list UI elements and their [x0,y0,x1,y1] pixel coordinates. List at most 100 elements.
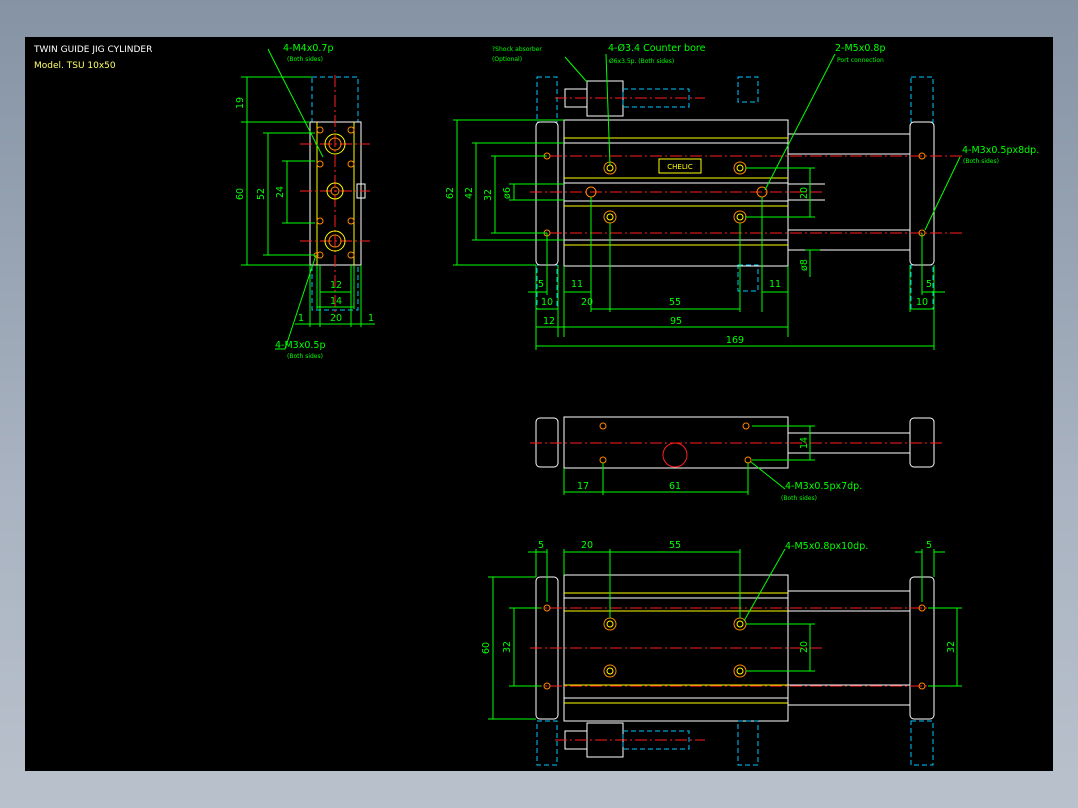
dim-17: 17 [577,481,589,492]
side-hole [316,126,324,134]
dim-14: 14 [330,296,342,307]
top-dimensions [563,425,815,495]
dim-32-bottom-left: 32 [502,641,513,653]
callout-shock-optional: (Optional) [492,56,522,63]
counter-bore [603,210,617,224]
side-hole [316,160,324,168]
drawing-title: TWIN GUIDE JIG CYLINDER [33,45,152,55]
side-hole [316,251,324,259]
dim-20-horizontal: 20 [581,297,593,308]
dim-1-right: 1 [368,313,374,324]
callout-m4: 4-M4x0.7p [283,43,333,54]
side-hole [347,160,355,168]
bottom-dimensions [488,548,962,720]
callout-m3-left-note: (Both sides) [287,353,323,360]
callout-m3-top: 4-M3x0.5px7dp. [785,481,862,492]
dim-32-bottom-right: 32 [946,641,957,653]
callout-m3-top-note: (Both sides) [781,495,817,502]
top-hole [599,422,607,430]
engineering-drawing: TWIN GUIDE JIG CYLINDER Model. TSU 10x50 [33,43,1039,766]
callout-port-note: Port connection [837,57,884,64]
dim-20-bottom: 20 [581,540,593,551]
bottom-hole [918,682,926,690]
front-dimension-text: 62 42 32 ø6 20 ø8 5 11 11 5 10 20 55 10 … [445,43,1039,346]
dim-52: 52 [256,188,267,200]
side-bore-inner [328,137,342,151]
model-name: Model. TSU 10x50 [34,61,116,71]
side-hole [316,217,324,225]
bottom-tap-inner [606,620,614,628]
front-body [563,119,789,267]
front-hidden [737,76,759,103]
counter-bore-inner [736,164,744,172]
bottom-hole [543,604,551,612]
bottom-view [530,574,965,766]
dim-60-bottom: 60 [481,642,492,654]
dim-11-left: 11 [571,279,583,290]
callout-m4-note: (Both sides) [287,56,323,63]
front-hidden [737,264,759,292]
dim-5-bottom-left: 5 [538,540,544,551]
bottom-body [563,574,789,722]
dim-20: 20 [330,313,342,324]
counter-bore-inner [606,213,614,221]
bottom-hole [918,604,926,612]
side-view [300,75,370,317]
top-dimension-text: 14 17 61 4-M3x0.5px7dp. (Both sides) [577,437,862,502]
callout-counter-bore: 4-Ø3.4 Counter bore [608,43,706,54]
side-bore [324,133,346,155]
callout-m5-port: 2-M5x0.8p [835,43,885,54]
dim-5-left: 5 [538,279,544,290]
dim-24: 24 [275,186,286,198]
nameplate [658,158,702,174]
bottom-tap-inner [736,620,744,628]
callout-shock: ?Shock absorber [492,46,542,53]
side-hole [347,217,355,225]
dim-60: 60 [235,188,246,200]
callout-m3-right-note: (Both sides) [963,158,999,165]
dim-10-left: 10 [541,297,553,308]
nameplate-text: CHELIC [667,163,693,171]
top-hole [742,422,750,430]
bottom-hidden [910,720,934,766]
dim-12-front: 12 [543,316,555,327]
dim-20-bottom-vertical: 20 [799,641,810,653]
bottom-hidden [737,720,759,766]
callout-m5-bottom: 4-M5x0.8px10dp. [785,541,868,552]
bottom-shock-thread [622,730,690,750]
dim-61: 61 [669,481,681,492]
dim-169: 169 [726,335,744,346]
counter-bore [733,161,747,175]
counter-bore [733,210,747,224]
bottom-tap [603,664,617,678]
callout-m3-right: 4-M3x0.5px8dp. [962,145,1039,156]
top-hole [599,456,607,464]
dim-10-right: 10 [916,297,928,308]
front-hole [918,152,926,160]
top-hole [744,456,752,464]
cad-viewport[interactable]: TWIN GUIDE JIG CYLINDER Model. TSU 10x50 [25,37,1053,771]
side-bore [326,182,344,200]
dim-12: 12 [330,280,342,291]
bottom-dimension-text: 5 20 55 5 60 32 20 32 4-M5x0.8px10dp. [481,540,957,654]
side-dimension-text: 19 60 52 24 12 14 20 1 1 4-M4x0.7p (Both… [235,43,374,360]
side-hole [347,251,355,259]
dim-dia8: ø8 [799,259,810,271]
bottom-tap-inner [606,667,614,675]
counter-bore-inner [736,213,744,221]
bottom-tap [733,664,747,678]
top-port [662,442,688,468]
side-bore-inner [328,234,342,248]
dim-32: 32 [483,189,494,201]
bottom-tap [603,617,617,631]
dim-dia6: ø6 [502,187,513,199]
dim-20-vertical: 20 [799,187,810,199]
callout-m3-left: 4-M3x0.5p [275,340,325,351]
side-dimensions [241,48,375,350]
front-view: CHELIC [530,76,965,310]
front-hidden [910,76,934,123]
dim-55: 55 [669,297,681,308]
counter-bore-inner [606,164,614,172]
dim-11-right: 11 [769,279,781,290]
side-bore [324,230,346,252]
